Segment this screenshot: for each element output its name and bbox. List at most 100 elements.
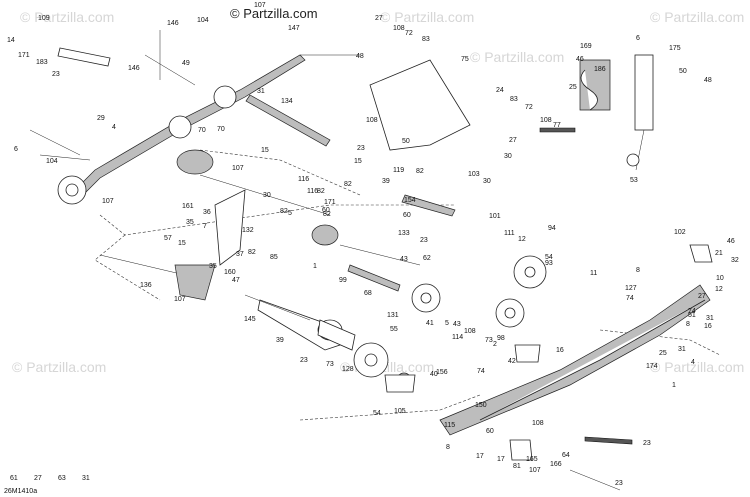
part-number-label: 101 <box>489 213 501 220</box>
part-number-label: 85 <box>270 254 278 261</box>
part-number-label: 63 <box>58 475 66 482</box>
part-number-label: 15 <box>354 158 362 165</box>
part-number-label: 48 <box>356 53 364 60</box>
part-number-label: 53 <box>630 177 638 184</box>
part-number-label: 165 <box>526 456 538 463</box>
part-number-label: 23 <box>615 480 623 487</box>
part-number-label: 16 <box>556 347 564 354</box>
part-number-label: 107 <box>254 2 266 9</box>
part-number-label: 107 <box>174 296 186 303</box>
part-number-label: 73 <box>485 337 493 344</box>
part-number-label: 145 <box>244 316 256 323</box>
part-number-label: 8 <box>446 444 450 451</box>
part-number-label: 60 <box>403 212 411 219</box>
part-number-label: 72 <box>525 104 533 111</box>
part-number-label: 150 <box>475 402 487 409</box>
part-number-label: 60 <box>322 207 330 214</box>
part-number-label: 108 <box>464 328 476 335</box>
part-number-label: 171 <box>18 52 30 59</box>
part-number-label: 108 <box>540 117 552 124</box>
part-number-label: 74 <box>477 368 485 375</box>
part-number-label: 161 <box>182 203 194 210</box>
watermark-top-left: © Partzilla.com <box>20 9 114 25</box>
part-number-label: 41 <box>426 320 434 327</box>
part-number-label: 105 <box>394 408 406 415</box>
part-number-label: 114 <box>452 334 463 341</box>
diagram-code: 26M1410a <box>4 488 37 495</box>
part-number-label: 35 <box>209 263 217 270</box>
watermarks: © Partzilla.com © Partzilla.com © Partzi… <box>12 9 744 375</box>
part-number-label: 108 <box>366 117 378 124</box>
part-number-label: 47 <box>232 277 240 284</box>
part-number-label: 23 <box>300 357 308 364</box>
part-number-label: 70 <box>217 126 225 133</box>
part-number-label: 73 <box>326 361 334 368</box>
part-number-label: 146 <box>128 65 140 72</box>
part-number-label: 25 <box>659 350 667 357</box>
part-number-label: 27 <box>509 137 517 144</box>
part-number-label: 23 <box>643 440 651 447</box>
part-number-label: 51 <box>688 312 696 319</box>
part-number-label: 82 <box>248 249 256 256</box>
part-number-label: 83 <box>422 36 430 43</box>
part-number-label: 160 <box>224 269 236 276</box>
part-number-label: 119 <box>393 167 404 174</box>
part-number-label: 8 <box>686 321 690 328</box>
part-number-label: 166 <box>550 461 562 468</box>
part-number-label: 40 <box>430 371 438 378</box>
part-number-label: 102 <box>674 229 686 236</box>
part-number-label: 104 <box>197 17 209 24</box>
part-number-label: 23 <box>357 145 365 152</box>
part-number-label: 7 <box>203 223 207 230</box>
part-number-label: 72 <box>405 30 413 37</box>
part-number-label: 60 <box>486 428 494 435</box>
part-number-label: 2 <box>493 341 497 348</box>
part-number-label: 83 <box>510 96 518 103</box>
part-number-label: 48 <box>704 77 712 84</box>
partzilla-brand: © Partzilla.com <box>230 6 318 21</box>
part-number-label: 14 <box>7 37 15 44</box>
part-number-label: 61 <box>10 475 18 482</box>
part-number-label: 68 <box>364 290 372 297</box>
front-rail-assembly <box>29 30 306 205</box>
part-number-label: 5 <box>445 320 449 327</box>
part-number-label: 27 <box>698 293 706 300</box>
part-number-label: 42 <box>508 358 516 365</box>
part-number-label: 50 <box>679 68 687 75</box>
part-number-label: 128 <box>342 366 354 373</box>
part-number-label: 75 <box>461 56 469 63</box>
part-number-label: 132 <box>242 227 254 234</box>
part-number-label: 93 <box>545 260 553 267</box>
part-number-label: 49 <box>182 60 190 67</box>
part-number-label: 134 <box>281 98 293 105</box>
part-number-label: 57 <box>164 235 172 242</box>
part-number-label: 133 <box>398 230 410 237</box>
part-number-label: 37 <box>236 251 244 258</box>
part-number-label: 183 <box>36 59 48 66</box>
part-number-label: 111 <box>504 230 515 237</box>
part-number-label: 82 <box>344 181 352 188</box>
part-number-label: 50 <box>402 138 410 145</box>
part-number-label: 62 <box>423 255 431 262</box>
part-number-label: 1 <box>672 382 676 389</box>
watermark-bottom-left: © Partzilla.com <box>12 359 106 375</box>
part-number-label: 147 <box>288 25 300 32</box>
part-number-label: 39 <box>382 178 390 185</box>
part-number-label: 55 <box>390 326 398 333</box>
part-number-label: 6 <box>14 146 18 153</box>
part-number-label: 27 <box>375 15 383 22</box>
part-number-label: 43 <box>453 321 461 328</box>
part-number-label: 21 <box>715 250 723 257</box>
part-number-label: 30 <box>504 153 512 160</box>
watermark-upper-middle: © Partzilla.com <box>470 49 564 65</box>
part-number-label: 29 <box>97 115 105 122</box>
part-number-label: 136 <box>140 282 152 289</box>
part-number-label: 11 <box>590 270 597 277</box>
part-number-label: 104 <box>46 158 58 165</box>
part-number-label: 107 <box>529 467 541 474</box>
part-number-label: 174 <box>646 363 658 370</box>
part-number-label: 154 <box>404 197 416 204</box>
part-number-label: 146 <box>167 20 179 27</box>
part-number-label: 82 <box>416 168 424 175</box>
